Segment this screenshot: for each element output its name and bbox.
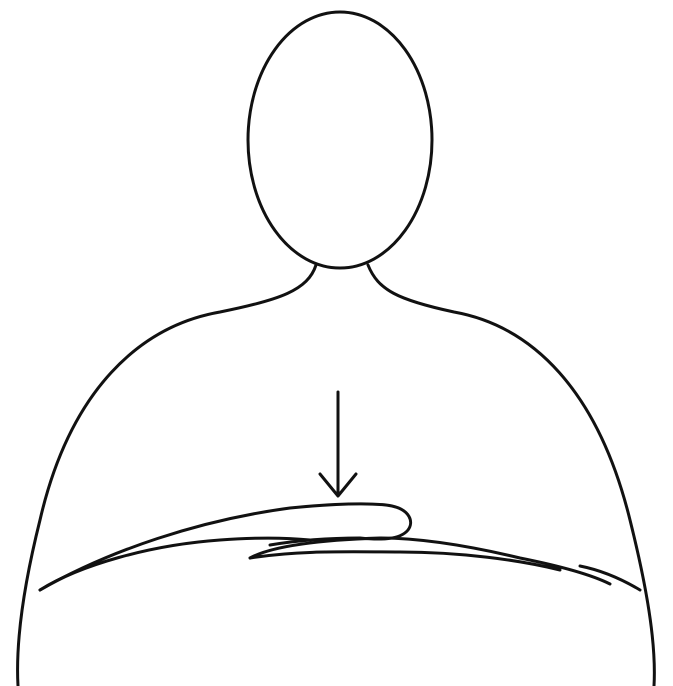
torso-outline-icon [18,265,655,686]
lower-hand-icon [250,538,610,584]
upper-hand-icon [40,504,411,590]
right-forearm-edge [580,566,640,590]
head-outline-icon [248,12,432,268]
